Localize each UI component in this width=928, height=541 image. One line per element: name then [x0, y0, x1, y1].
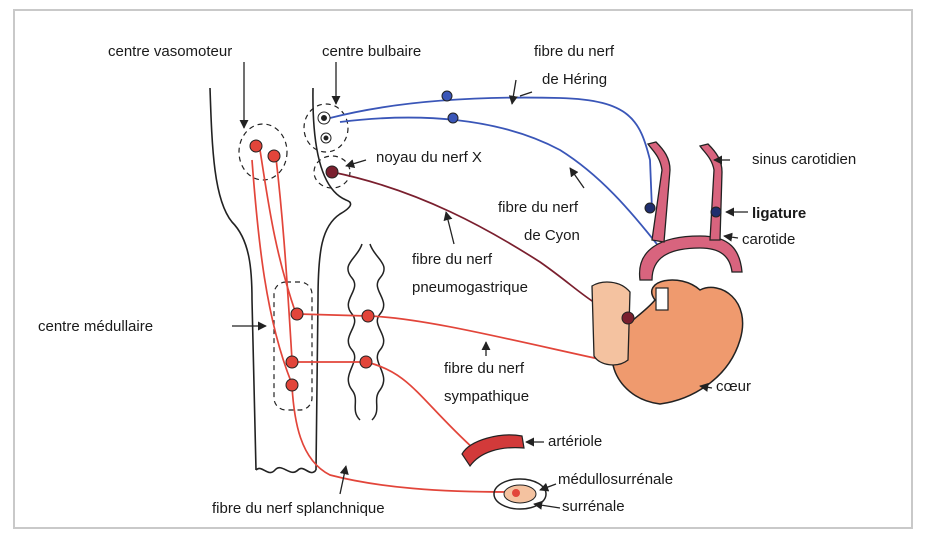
centre-bulbaire-zone: [304, 104, 348, 152]
carotid-vessels: [640, 142, 742, 280]
label-fibre-pneumo-2: pneumogastrique: [412, 279, 528, 296]
label-ligature: ligature: [752, 205, 806, 222]
label-centre-vasomoteur: centre vasomoteur: [108, 43, 232, 60]
frame: [14, 10, 912, 528]
label-fibre-hering-2: de Héring: [542, 71, 607, 88]
label-surrenale: surrénale: [562, 498, 625, 515]
label-fibre-sympa-2: sympathique: [444, 388, 529, 405]
sympathetic-chain: [348, 244, 384, 420]
label-medullosurrenale: médullosurrénale: [558, 471, 673, 488]
pneumogastric-fiber: [332, 172, 626, 318]
label-fibre-cyon-1: fibre du nerf: [498, 199, 579, 216]
label-centre-bulbaire: centre bulbaire: [322, 43, 421, 60]
brainstem-spinal-cord: [210, 88, 351, 473]
label-noyau-nerf-x: noyau du nerf X: [376, 149, 482, 166]
label-fibre-sympa-1: fibre du nerf: [444, 360, 525, 377]
neurons: [250, 112, 374, 391]
label-fibre-hering-1: fibre du nerf: [534, 43, 615, 60]
cyon-fiber: [340, 118, 660, 248]
label-fibre-cyon-2: de Cyon: [524, 227, 580, 244]
label-carotide: carotide: [742, 231, 795, 248]
arteriole: [462, 435, 524, 466]
label-arteriole: artériole: [548, 433, 602, 450]
label-fibre-splanchnique: fibre du nerf splanchnique: [212, 500, 385, 517]
label-sinus-carotidien: sinus carotidien: [752, 151, 856, 168]
afferent-fibers: [330, 98, 660, 248]
label-fibre-pneumo-1: fibre du nerf: [412, 251, 493, 268]
label-centre-medullaire: centre médullaire: [38, 318, 153, 335]
label-coeur: cœur: [716, 378, 751, 395]
